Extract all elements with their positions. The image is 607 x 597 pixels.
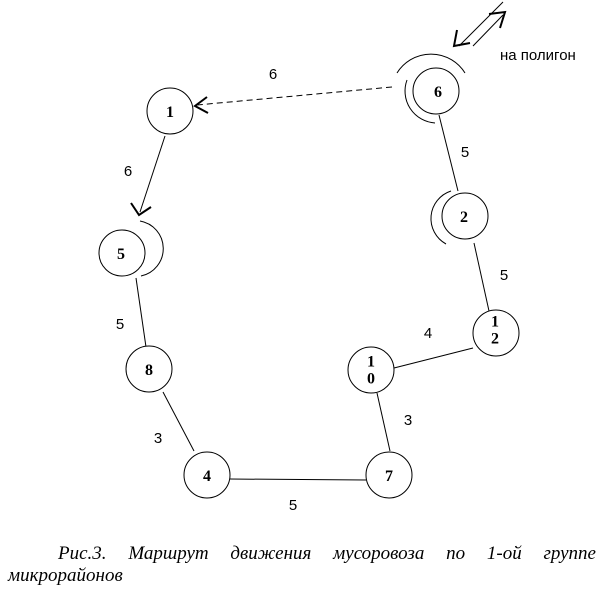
node-7-label: 7 xyxy=(385,468,393,485)
node-6-circle xyxy=(412,67,460,115)
turn-arc-node-6-outer xyxy=(396,53,466,74)
figure-caption: Рис.3. Маршрут движения мусоровоза по 1-… xyxy=(8,543,596,586)
edge-8-4 xyxy=(162,391,195,452)
node-2-label: 2 xyxy=(460,209,468,226)
arrowhead-to-node-1 xyxy=(193,96,209,114)
edge-12-2 xyxy=(473,242,490,312)
node-6-label: 6 xyxy=(434,84,442,101)
edge-2-6-weight: 5 xyxy=(461,144,469,161)
edge-4-7 xyxy=(228,478,367,481)
edge-10-12-weight: 4 xyxy=(424,325,432,342)
node-label-line: 1 xyxy=(491,314,499,331)
route-to-landfill-line-2 xyxy=(472,14,504,47)
node-8-label: 8 xyxy=(145,362,153,379)
node-4-circle xyxy=(183,451,231,499)
node-5-circle xyxy=(98,229,146,277)
node-1-label: 1 xyxy=(166,104,174,121)
edge-6-1-weight: 6 xyxy=(269,66,277,83)
landfill-label: на полигон xyxy=(500,47,576,64)
edge-5-8-weight: 5 xyxy=(116,316,124,333)
edge-6-1 xyxy=(196,86,393,106)
arrowhead-to-landfill xyxy=(488,10,507,29)
edge-1-5 xyxy=(139,135,166,213)
turn-arc-node-5 xyxy=(139,220,164,277)
node-8-circle xyxy=(125,345,173,393)
node-5-label: 5 xyxy=(117,246,125,263)
edge-2-6 xyxy=(438,114,459,192)
edge-7-10-weight: 3 xyxy=(404,412,412,429)
node-10-circle xyxy=(347,346,395,394)
arrowhead-from-landfill xyxy=(452,29,471,48)
edge-12-2-weight: 5 xyxy=(500,267,508,284)
route-to-landfill-line-1 xyxy=(458,1,504,47)
node-12-circle xyxy=(472,309,520,357)
edge-8-4-weight: 3 xyxy=(154,430,162,447)
turn-arc-node-6-inner xyxy=(404,79,436,124)
node-label-line: 2 xyxy=(491,331,499,348)
arrowhead-to-node-5 xyxy=(130,202,152,217)
node-2-circle xyxy=(441,192,489,240)
node-label-line: 0 xyxy=(367,371,375,388)
edge-5-8 xyxy=(135,277,147,348)
turn-arc-node-2 xyxy=(430,190,452,245)
node-4-label: 4 xyxy=(203,468,211,485)
edge-10-12 xyxy=(393,347,474,369)
edge-7-10 xyxy=(376,392,391,452)
edge-1-5-weight: 6 xyxy=(124,163,132,180)
edge-4-7-weight: 5 xyxy=(289,497,297,514)
node-1-circle xyxy=(146,87,194,135)
node-label-line: 1 xyxy=(367,354,375,371)
node-7-circle xyxy=(365,451,413,499)
